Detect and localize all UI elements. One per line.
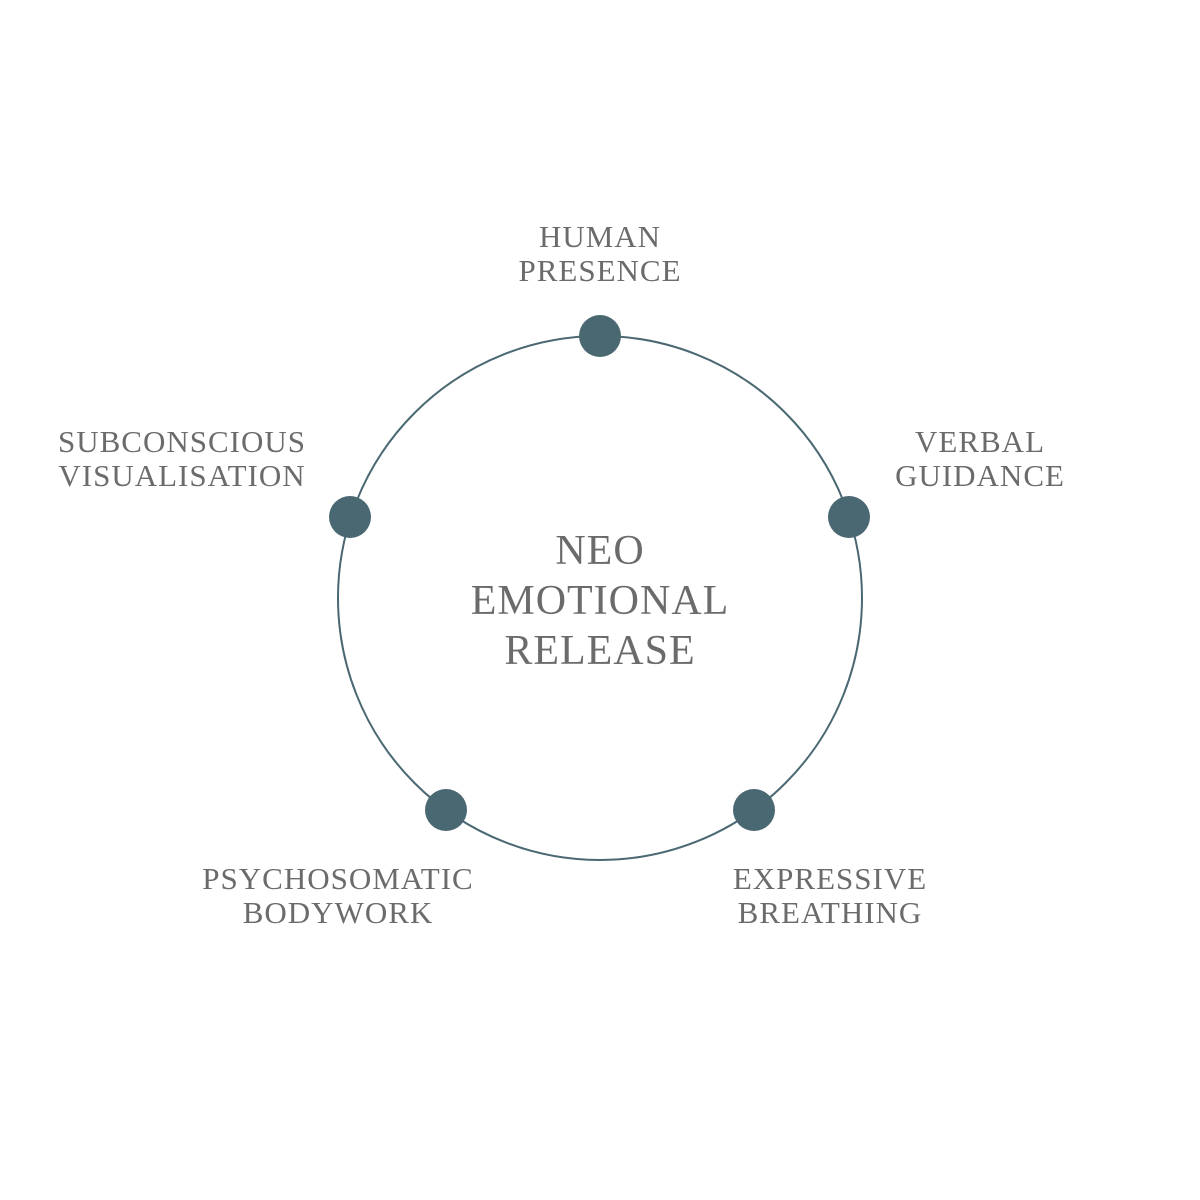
center-title-line: NEO (555, 528, 645, 574)
label-line: BREATHING (737, 895, 923, 930)
label-line: VERBAL (915, 424, 1045, 459)
label-line: PSYCHOSOMATIC (202, 861, 474, 896)
label-line: SUBCONSCIOUS (57, 424, 306, 459)
label-human-presence: HUMAN PRESENCE (450, 220, 750, 288)
center-title-line: EMOTIONAL (470, 578, 730, 624)
center-title-line: RELEASE (504, 628, 696, 674)
label-expressive-breathing: EXPRESSIVE BREATHING (700, 862, 960, 930)
label-line: BODYWORK (242, 895, 434, 930)
center-title: NEO EMOTIONAL RELEASE (400, 526, 800, 676)
node-dot-verbal-guidance (828, 496, 870, 538)
label-line: VISUALISATION (58, 458, 306, 493)
label-subconscious-visualisation: SUBCONSCIOUS VISUALISATION (40, 425, 324, 493)
label-verbal-guidance: VERBAL GUIDANCE (870, 425, 1090, 493)
label-line: PRESENCE (518, 253, 682, 288)
node-dot-human-presence (579, 315, 621, 357)
label-line: GUIDANCE (895, 458, 1065, 493)
node-dot-subconscious-visualisation (329, 496, 371, 538)
label-psychosomatic-bodywork: PSYCHOSOMATIC BODYWORK (180, 862, 496, 930)
node-dot-psychosomatic-bodywork (425, 789, 467, 831)
node-dot-expressive-breathing (733, 789, 775, 831)
label-line: HUMAN (538, 219, 662, 254)
label-line: EXPRESSIVE (732, 861, 928, 896)
